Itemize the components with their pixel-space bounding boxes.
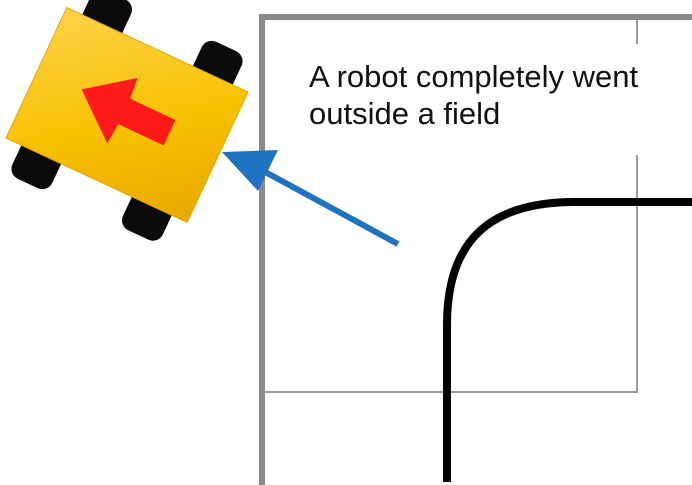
track-line — [447, 202, 692, 482]
pointer-arrow-shaft — [256, 167, 398, 244]
robot-icon — [0, 0, 262, 252]
caption-text: A robot completely went outside a field — [309, 58, 689, 132]
caption-line-2: outside a field — [309, 95, 689, 132]
caption-line-1: A robot completely went — [309, 58, 689, 95]
pointer-arrowhead — [222, 150, 278, 191]
pointer-arrow — [222, 150, 398, 244]
